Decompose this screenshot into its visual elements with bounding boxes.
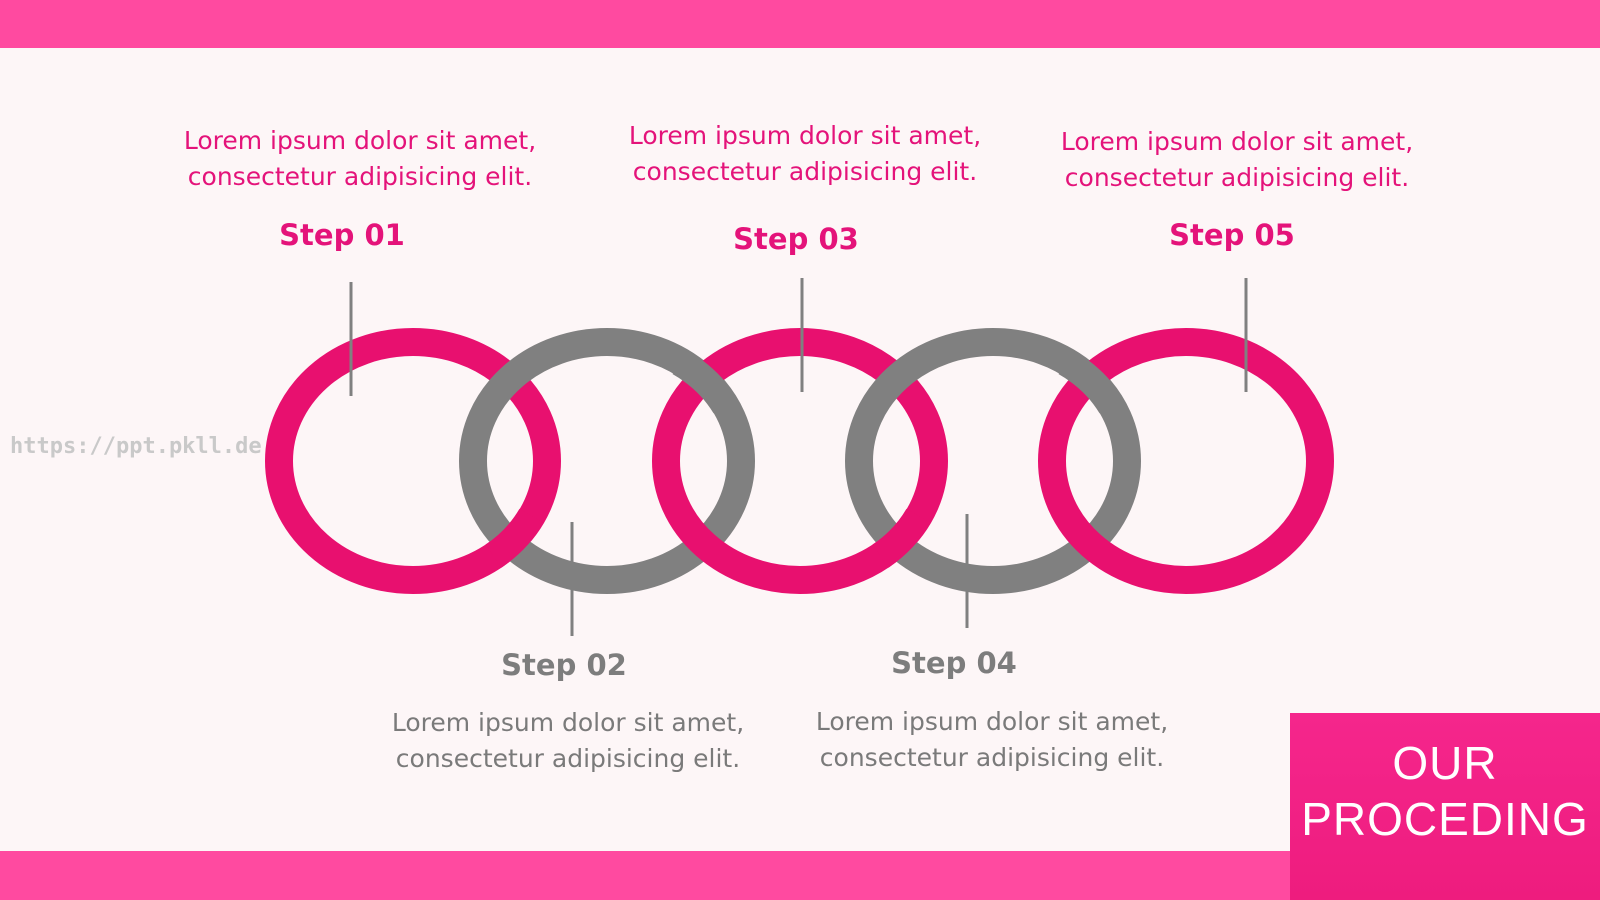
slide-title: OUR PROCEDING xyxy=(1301,737,1589,845)
ring-step-01 xyxy=(265,328,561,594)
step-03-description: Lorem ipsum dolor sit amet, consectetur … xyxy=(628,121,982,186)
step-01-description: Lorem ipsum dolor sit amet, consectetur … xyxy=(183,126,537,191)
ring-step-05 xyxy=(1038,328,1334,594)
ring-overlap-3 xyxy=(872,508,931,568)
step-01-label: Step 01 xyxy=(279,218,405,252)
step-04-label: Step 04 xyxy=(891,646,1017,680)
step-05-label: Step 05 xyxy=(1169,218,1295,252)
step-02-description: Lorem ipsum dolor sit amet, consectetur … xyxy=(391,708,745,773)
watermark-url: https://ppt.pkll.de xyxy=(10,434,262,459)
ring-overlap-2 xyxy=(672,349,738,414)
step-04-description: Lorem ipsum dolor sit amet, consectetur … xyxy=(815,707,1169,772)
ring-step-03 xyxy=(652,328,948,594)
ring-overlap-1 xyxy=(485,508,544,568)
step-02-label: Step 02 xyxy=(501,648,627,682)
title-box: OUR PROCEDING xyxy=(1290,713,1600,900)
ring-step-02 xyxy=(459,328,755,594)
step-05-description: Lorem ipsum dolor sit amet, consectetur … xyxy=(1060,127,1414,192)
ring-step-04 xyxy=(845,328,1141,594)
top-band xyxy=(0,0,1600,48)
ring-overlap-4 xyxy=(1058,349,1124,414)
step-03-label: Step 03 xyxy=(733,222,859,256)
